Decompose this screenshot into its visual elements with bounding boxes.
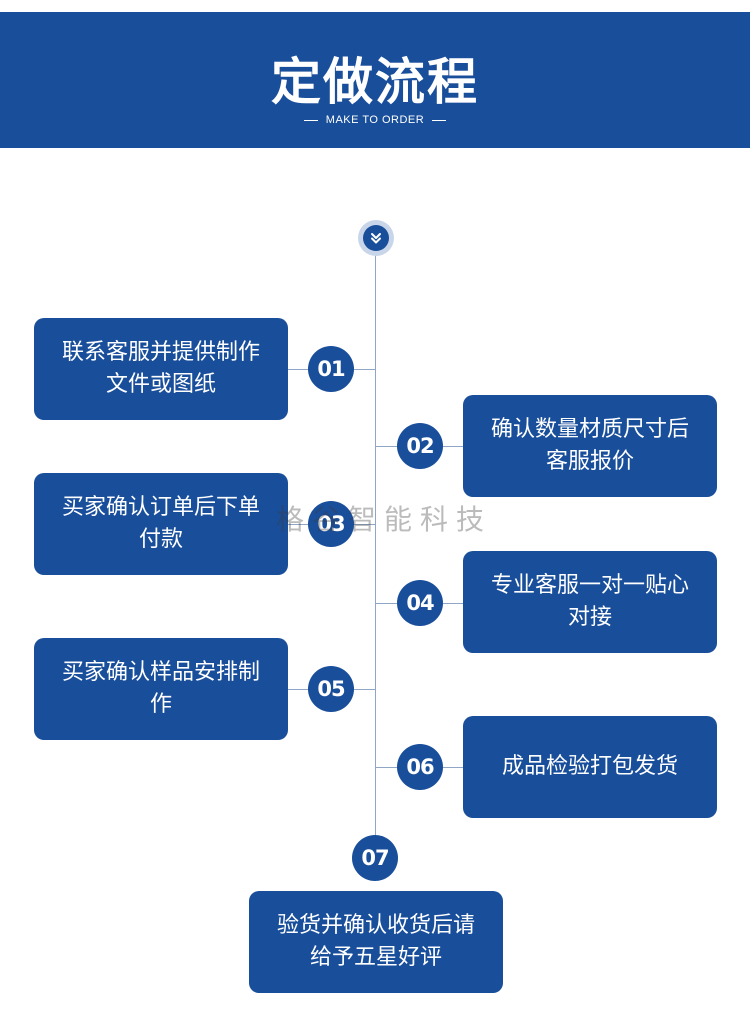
step-box-3: 买家确认订单后下单付款 [34, 473, 288, 575]
step-text-6: 成品检验打包发货 [501, 754, 678, 779]
subtitle-dash-right [432, 119, 447, 121]
step-number-3: 03 [308, 501, 354, 547]
step-number-5: 05 [308, 666, 354, 712]
step-number-2: 02 [397, 423, 443, 469]
step-box-7: 验货并确认收货后请给予五星好评 [249, 891, 503, 993]
page-subtitle: MAKE TO ORDER [0, 112, 750, 128]
subtitle-dash-left [303, 119, 318, 121]
step-text-5: 买家确认样品安排制作 [61, 660, 260, 717]
step-box-5: 买家确认样品安排制作 [34, 638, 288, 740]
step-text-3: 买家确认订单后下单付款 [61, 495, 260, 552]
step-number-4: 04 [397, 580, 443, 626]
timeline-start-node [358, 220, 394, 256]
subtitle-text: MAKE TO ORDER [325, 114, 425, 126]
step-box-1: 联系客服并提供制作文件或图纸 [34, 318, 288, 420]
step-box-6: 成品检验打包发货 [463, 716, 717, 818]
step-text-2: 确认数量材质尺寸后客服报价 [490, 417, 689, 474]
timeline-line [375, 240, 376, 850]
step-number-7: 07 [352, 835, 398, 881]
step-text-7: 验货并确认收货后请给予五星好评 [276, 913, 475, 970]
step-number-1: 01 [308, 346, 354, 392]
double-chevron-down-icon [363, 225, 389, 251]
page-title: 定做流程 [271, 53, 479, 111]
step-text-4: 专业客服一对一贴心对接 [490, 573, 689, 630]
watermark: 格谷智能科技 [276, 503, 493, 536]
step-box-4: 专业客服一对一贴心对接 [463, 551, 717, 653]
step-text-1: 联系客服并提供制作文件或图纸 [61, 340, 260, 397]
step-number-6: 06 [397, 744, 443, 790]
step-box-2: 确认数量材质尺寸后客服报价 [463, 395, 717, 497]
header-banner: 定做流程 MAKE TO ORDER [0, 12, 750, 148]
